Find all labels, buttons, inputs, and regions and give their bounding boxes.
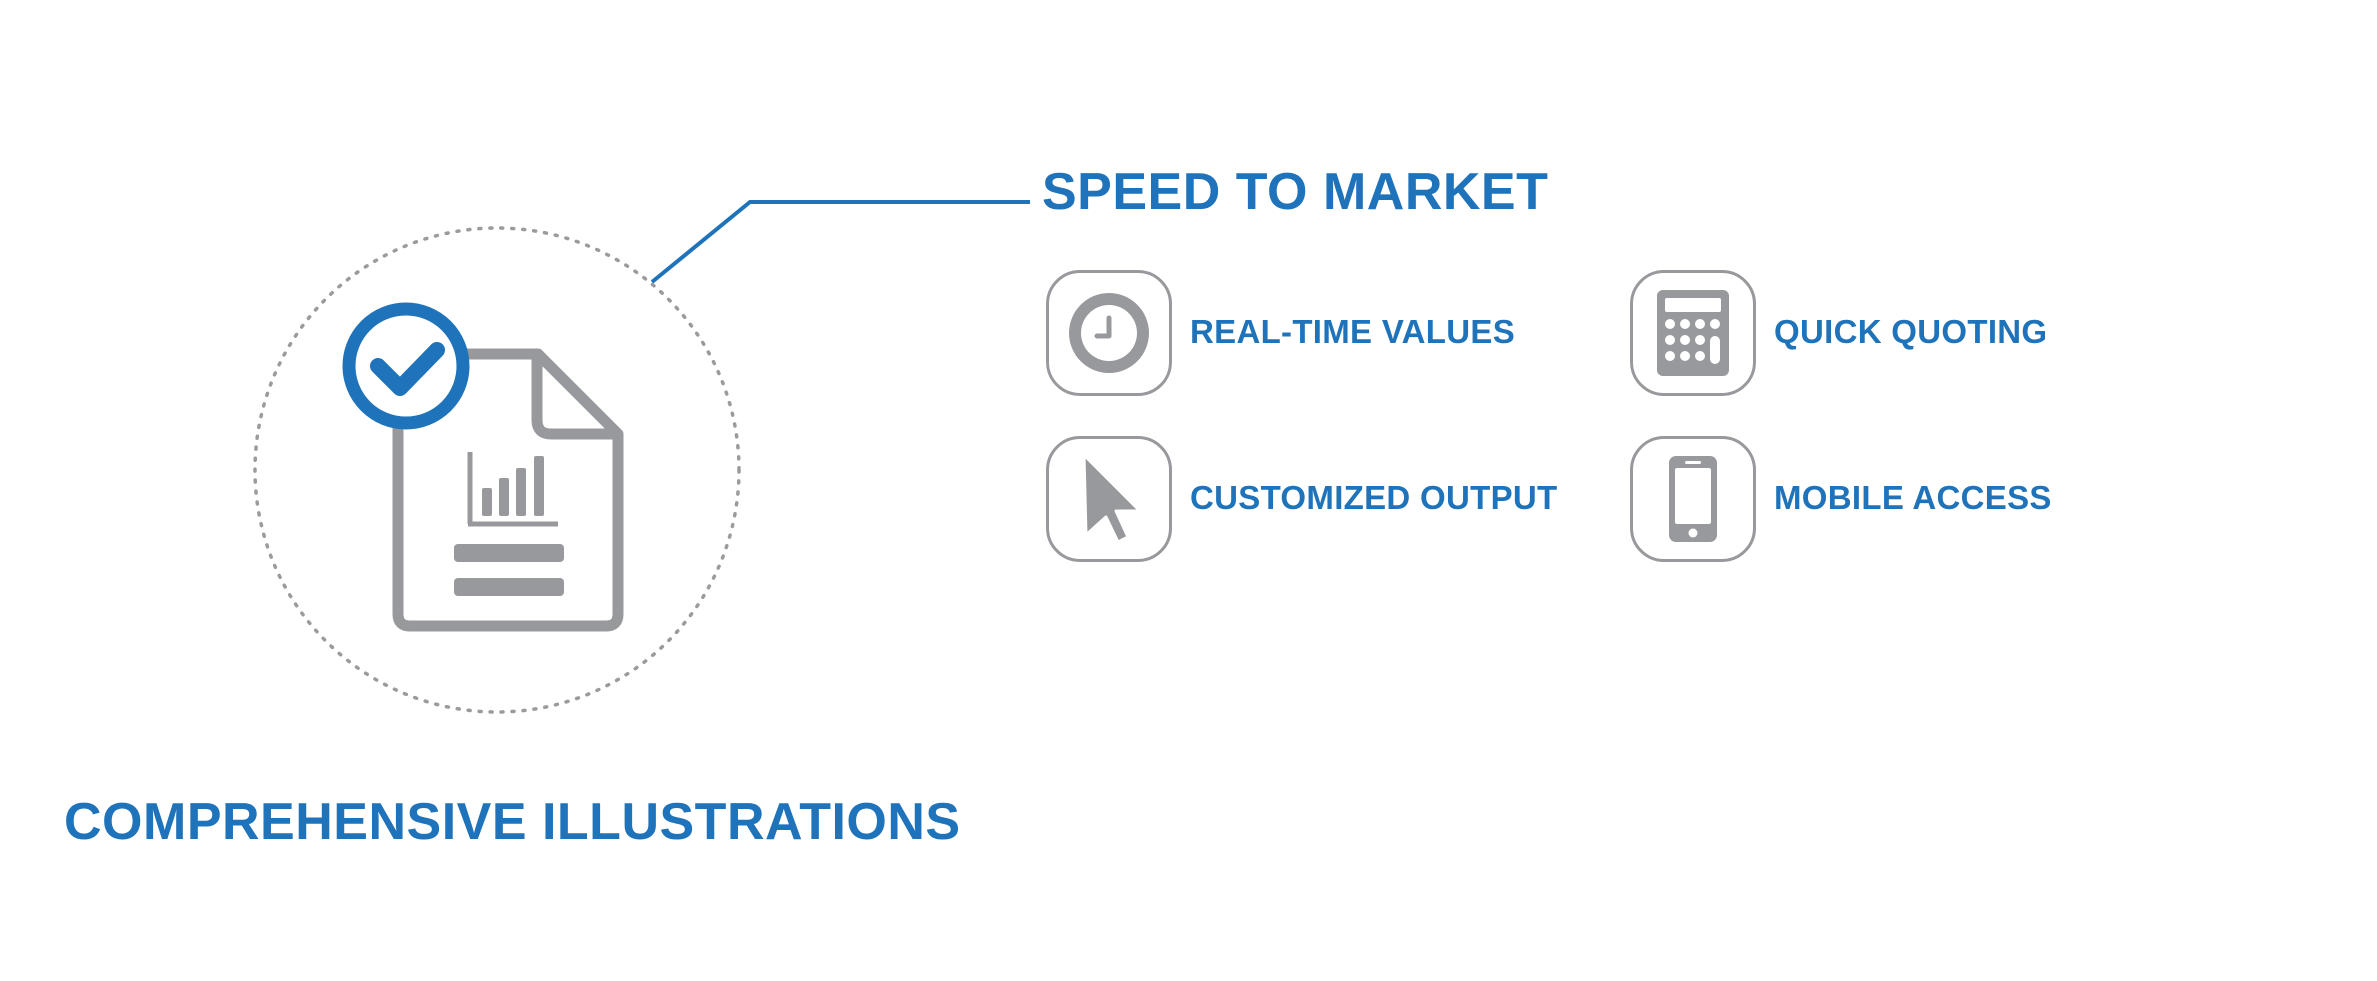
section-title: SPEED TO MARKET: [1042, 163, 1549, 221]
feature-icon-box: [1630, 436, 1756, 562]
feature-icon-box: [1630, 270, 1756, 396]
feature-label: MOBILE ACCESS: [1774, 479, 2052, 516]
dotted-circle: [253, 226, 741, 714]
connector-line: [650, 200, 1030, 284]
check-badge-icon: [342, 302, 470, 430]
feature-icon-box: [1046, 270, 1172, 396]
feature-real-time-values: REAL-TIME VALUES: [1046, 270, 1606, 402]
main-title: COMPREHENSIVE ILLUSTRATIONS: [64, 793, 961, 851]
cursor-arrow-icon: [1082, 453, 1142, 544]
feature-label: CUSTOMIZED OUTPUT: [1190, 479, 1558, 516]
clock-icon: [1069, 293, 1149, 373]
feature-customized-output: CUSTOMIZED OUTPUT: [1046, 436, 1606, 568]
feature-mobile-access: MOBILE ACCESS: [1630, 436, 2190, 568]
feature-label: REAL-TIME VALUES: [1190, 313, 1516, 350]
feature-quick-quoting: QUICK QUOTING: [1630, 270, 2190, 402]
feature-label: QUICK QUOTING: [1774, 313, 2048, 350]
mobile-phone-icon: [1669, 456, 1717, 542]
feature-icon-box: [1046, 436, 1172, 562]
calculator-icon: [1657, 290, 1729, 376]
